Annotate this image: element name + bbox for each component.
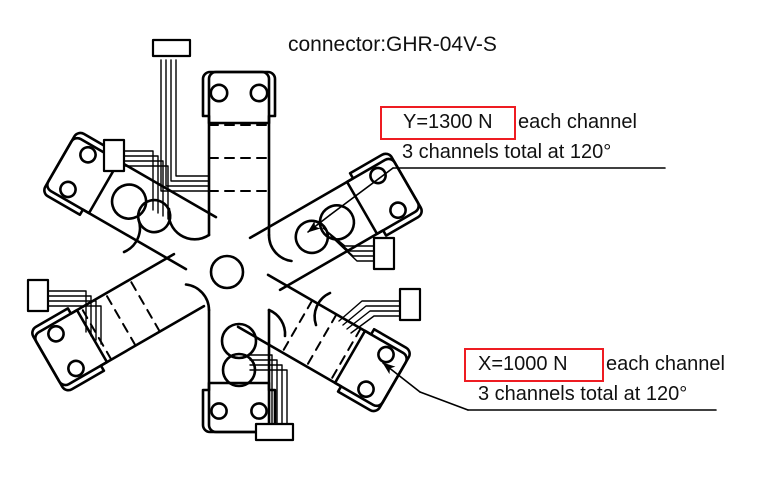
- cable-top-arm: [160, 59, 210, 192]
- arm-upper-left: [43, 131, 218, 271]
- arm-ur-figure8-b: [294, 219, 330, 255]
- arm-top-pad: [201, 70, 277, 125]
- arm-lr-hole-2: [357, 380, 375, 399]
- arm-ll-hole-1: [67, 359, 85, 378]
- star-valleys: [122, 207, 332, 338]
- arm-ur-figure8-a: [318, 204, 356, 241]
- connector-title-label: connector:GHR-04V-S: [288, 33, 497, 56]
- arm-top-hole-2: [249, 83, 269, 103]
- callout-x-value-box: [464, 348, 604, 382]
- arm-ur-pad: [345, 152, 423, 237]
- connector-upper-left-arm: [102, 138, 126, 173]
- arm-ll-outline: [34, 252, 206, 387]
- callout-y-tail-text: each channel: [518, 111, 637, 133]
- arm-ul-hole-1: [59, 180, 77, 199]
- star-body-group: [31, 70, 423, 434]
- arm-ll-pad: [31, 307, 109, 392]
- arm-top-hole-1: [209, 83, 229, 103]
- connector-upper-right-arm: [372, 236, 396, 271]
- arm-lr-gauge-bands: [281, 299, 362, 382]
- cable-lower-right-arm: [338, 300, 401, 334]
- valley-lr-bot: [267, 308, 287, 338]
- connector-lower-right-arm: [398, 287, 422, 322]
- connector-top-arm: [151, 38, 192, 58]
- cable-bottom-arm: [249, 354, 288, 425]
- arm-lower-right: [236, 273, 411, 413]
- leader-x-line: [419, 391, 469, 411]
- arm-lower-left: [31, 252, 206, 392]
- callout-x-tail-text: each channel: [606, 353, 725, 375]
- hub-center-bore: [209, 254, 245, 290]
- arm-top-gauge-bands: [208, 124, 270, 192]
- leader-y-arrow: [307, 214, 331, 233]
- valley-bot-ll: [184, 283, 211, 312]
- arm-ul-figure8-a: [110, 183, 148, 220]
- cable-lower-left-arm: [47, 290, 102, 345]
- cable-upper-left-arm: [123, 150, 169, 220]
- arm-ur-hole-1: [369, 166, 387, 185]
- arm-bottom-figure8: [220, 322, 258, 360]
- connector-bottom-arm: [254, 422, 295, 442]
- arm-lr-hole-1: [377, 345, 395, 364]
- arm-bottom-hole-1: [210, 402, 228, 420]
- arm-upper-right: [248, 152, 423, 292]
- arm-ll-gauge-bands: [80, 278, 161, 361]
- arm-lr-pad: [333, 327, 411, 413]
- arm-bottom-hole-2: [250, 402, 268, 420]
- arm-ll-hole-2: [47, 324, 65, 343]
- arm-ul-hole-2: [79, 145, 97, 164]
- leader-lines-group: [307, 167, 717, 411]
- callout-y-sub-text: 3 channels total at 120°: [402, 141, 612, 163]
- arm-ur-hole-2: [389, 201, 407, 220]
- valley-top-ur: [267, 233, 293, 263]
- callout-y-value-box: [380, 106, 516, 140]
- arm-ur-outline: [248, 157, 420, 292]
- valley-ul-top: [167, 207, 211, 241]
- callout-y-value-text: Y=1300 N: [403, 111, 493, 133]
- valley-ll-ul: [122, 218, 142, 254]
- valley-ur-lr: [313, 291, 332, 327]
- connector-lower-left-arm: [26, 278, 50, 313]
- leader-x-arrow: [382, 362, 421, 393]
- callout-x-value-text: X=1000 N: [478, 353, 568, 375]
- arm-ul-figure8-b: [136, 198, 172, 234]
- cable-harness-group: [26, 38, 422, 442]
- callout-x-sub-text: 3 channels total at 120°: [478, 383, 688, 405]
- leader-y-line: [329, 167, 394, 216]
- cable-upper-right-arm: [322, 227, 375, 262]
- arm-lr-outline: [236, 273, 408, 408]
